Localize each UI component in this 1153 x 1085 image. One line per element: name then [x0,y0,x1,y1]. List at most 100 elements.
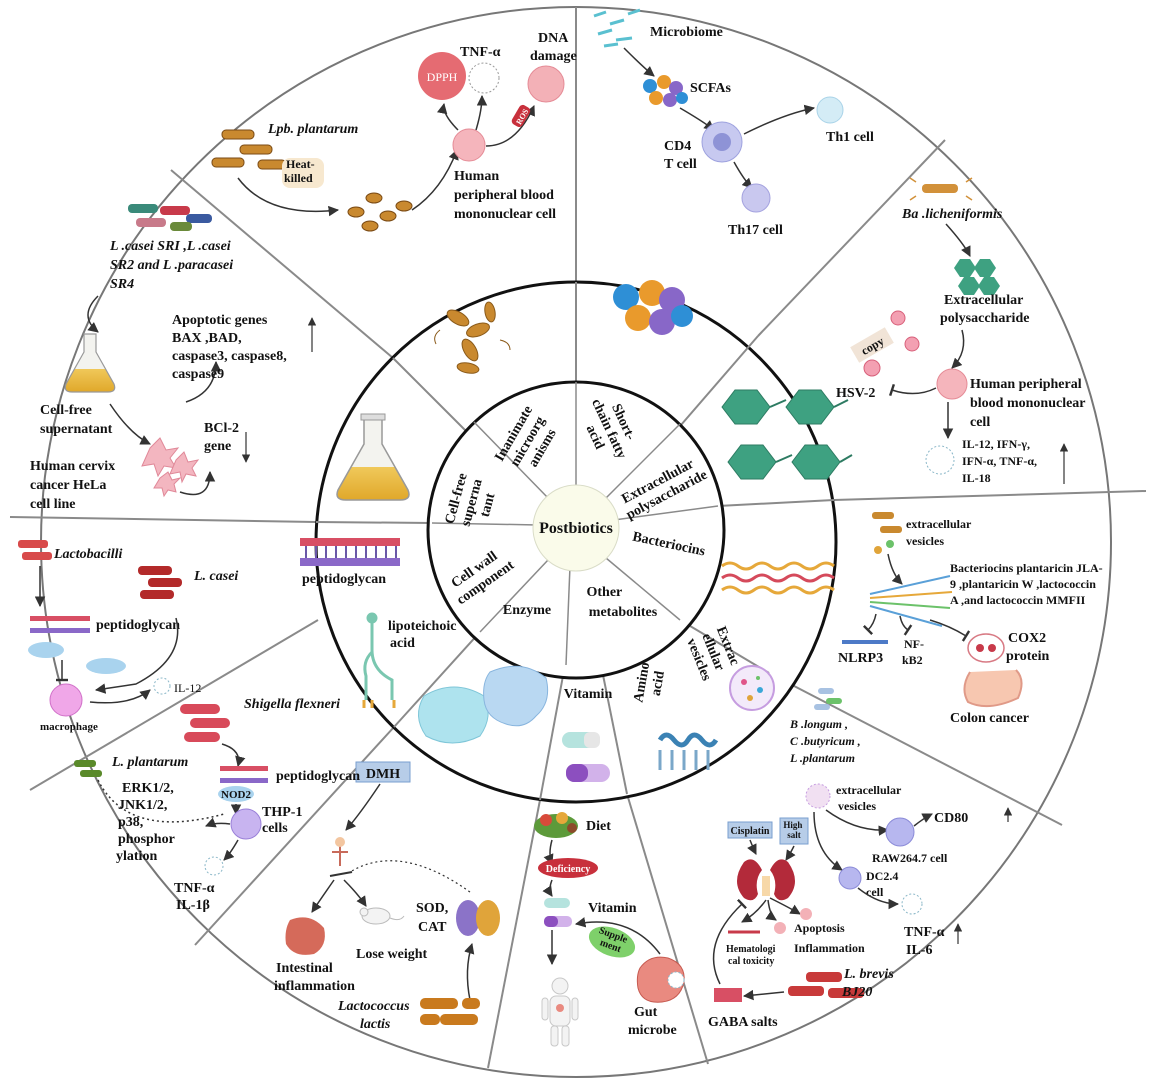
amino-acid-icon [657,732,719,770]
il12-label: IL-12 [174,681,201,695]
lactococcus-label: Lactococcus lactis [337,999,413,1032]
inner-dividers [315,282,835,801]
cellwall-cytokine-label: TNF-α IL-1β [174,881,218,913]
high-salt-box [779,817,809,845]
mouse-icon [359,907,405,925]
dpph-icon [418,52,466,100]
cell-free-flask-icon [336,413,410,501]
sod-cat-label: SOD, CAT [416,901,452,935]
cd4-label: CD4 T cell [664,139,697,172]
scfas-label: SCFAs [690,81,732,96]
bacteriocin-peptide-icon [721,561,835,595]
ros-badge [511,104,531,128]
cellfree-flask-small-icon [64,333,116,393]
thp1-label: THP-1 cells [262,805,306,836]
supplement-badge [588,926,636,958]
lose-weight-label: Lose weight [356,947,428,962]
ev-bacteria-icon [814,688,842,710]
hsv-virus-icon [863,310,920,377]
heat-killed-label: Heat- killed [284,157,318,185]
panel-enzyme: DMH Intestinal inflammation Lose weight … [274,761,500,1032]
high-salt-label: High salt [783,820,804,840]
cat-amino-acid: Amino acid [631,658,669,707]
vesicle-icon [729,665,775,711]
intestinal-label: Intestinal inflammation [274,961,355,994]
tnf-icon [468,62,500,94]
lactococcus-rods-icon [420,998,480,1025]
shigella-rods-icon [180,704,230,742]
gaba-icon [714,988,742,1002]
deficiency-badge [538,858,598,878]
hematologic-label: Hematologi cal toxicity [726,944,778,967]
lpb-plantarum-rods-icon [211,129,287,170]
eps-pbmc-icon [936,368,968,400]
ev-vesicles-label: extracellular vesicles [836,783,904,813]
th1-label: Th1 cell [826,130,874,145]
inanimate-bacteria-icon [434,301,511,374]
core-dividers [431,382,719,666]
bacteriocin-list-label: Bacteriocins plantaricin JLA- 9 ,plantar… [950,561,1106,607]
ev-cytokine-icon [901,893,923,915]
l-brevis-label: L. brevis BJ20 [841,967,897,1000]
cat-other-metabolites: Other metabolites [586,585,657,620]
vitamin-outer-label: Vitamin [588,901,637,916]
cat-icon [476,900,500,936]
vitamin-pill-icon [562,732,610,782]
receptor-icon [28,642,64,658]
scfa-spheres-icon [613,280,693,335]
lactobacilli-rods-icon [18,540,52,560]
raw264-label: RAW264.7 cell [872,851,948,865]
kidney-cross-icon [762,876,770,896]
supernatant-label: Cell-free supernatant [40,403,113,437]
nlrp3-icon [842,640,888,644]
vitamin-pill-small-1 [544,898,570,908]
receptor-2-icon [86,658,126,674]
cellfree-species-label: L .casei SRI ,L .casei SR2 and L .paraca… [109,239,237,292]
dmh-box [355,761,411,783]
raw264-cell-icon [885,817,915,847]
deficiency-label: Deficiency [546,864,590,875]
gut-icon [636,956,685,1003]
erk-label: ERK1/2, JNK1/2, p38, phosphor ylation [116,781,178,864]
ev-cytokine-label: TNF-α IL-6 [904,925,948,958]
bacteriocin-ev-label: extracellular vesicles [906,517,974,548]
diet-food-icon [534,812,578,838]
peptidoglycan-icon [300,538,400,566]
hela-label: Human cervix cancer HeLa cell line [30,459,119,512]
dc-cell-icon [838,866,862,890]
ev-vesicle-small-icon [805,783,831,809]
panel-ev: B .longum , C .butyricum , L .plantarum … [789,688,1013,958]
colon-cancer-label: Colon cancer [950,711,1029,726]
heat-killed-bacteria-icon [347,192,413,232]
thp1-cell-icon [230,808,262,840]
shigella-pg-label: peptidoglycan [276,769,360,784]
cd4-nucleus-icon [713,133,731,151]
macrophage-label: macrophage [40,721,98,733]
panel-amino: Cisplatin High salt Apoptosis Inflammati… [708,817,897,1030]
l-casei-rods-icon [138,566,182,599]
heat-killed-badge [282,158,324,188]
eps-label: Extracellular polysaccharide [940,293,1029,326]
lipoteichoic-acid-icon [362,612,396,708]
cisplatin-box [727,821,773,839]
apoptosis-icon [800,908,812,920]
dna-damage-icon [527,65,565,103]
ba-licheniformis-label: Ba .licheniformis [901,207,1003,222]
dpph-label: DPPH [427,70,458,84]
scfa-small-spheres-icon [643,75,688,107]
l-plantarum-rods-icon [74,760,102,777]
l-plantarum-label: L. plantarum [111,755,188,770]
inflammation-icon [774,922,786,934]
hsv-label: HSV-2 [836,386,875,401]
intestinal-icon [285,917,325,955]
dc-cell-label: DC2.4 cell [866,869,901,899]
th17-label: Th17 cell [728,223,783,238]
cox2-label: COX2 protein [1006,631,1050,664]
panel-cellfree: L .casei SRI ,L .casei SR2 and L .paraca… [30,204,317,512]
kidney-right-icon [770,859,795,901]
eps-pbmc-label: Human peripheral blood mononuclear cell [970,377,1089,430]
shigella-pg-icon [220,766,268,783]
th17-cell-icon [741,183,771,213]
cisplatin-label: Cisplatin [731,826,770,837]
panel-scfa: Microbiome SCFAs CD4 T cell Th1 cell Th1… [593,8,874,238]
